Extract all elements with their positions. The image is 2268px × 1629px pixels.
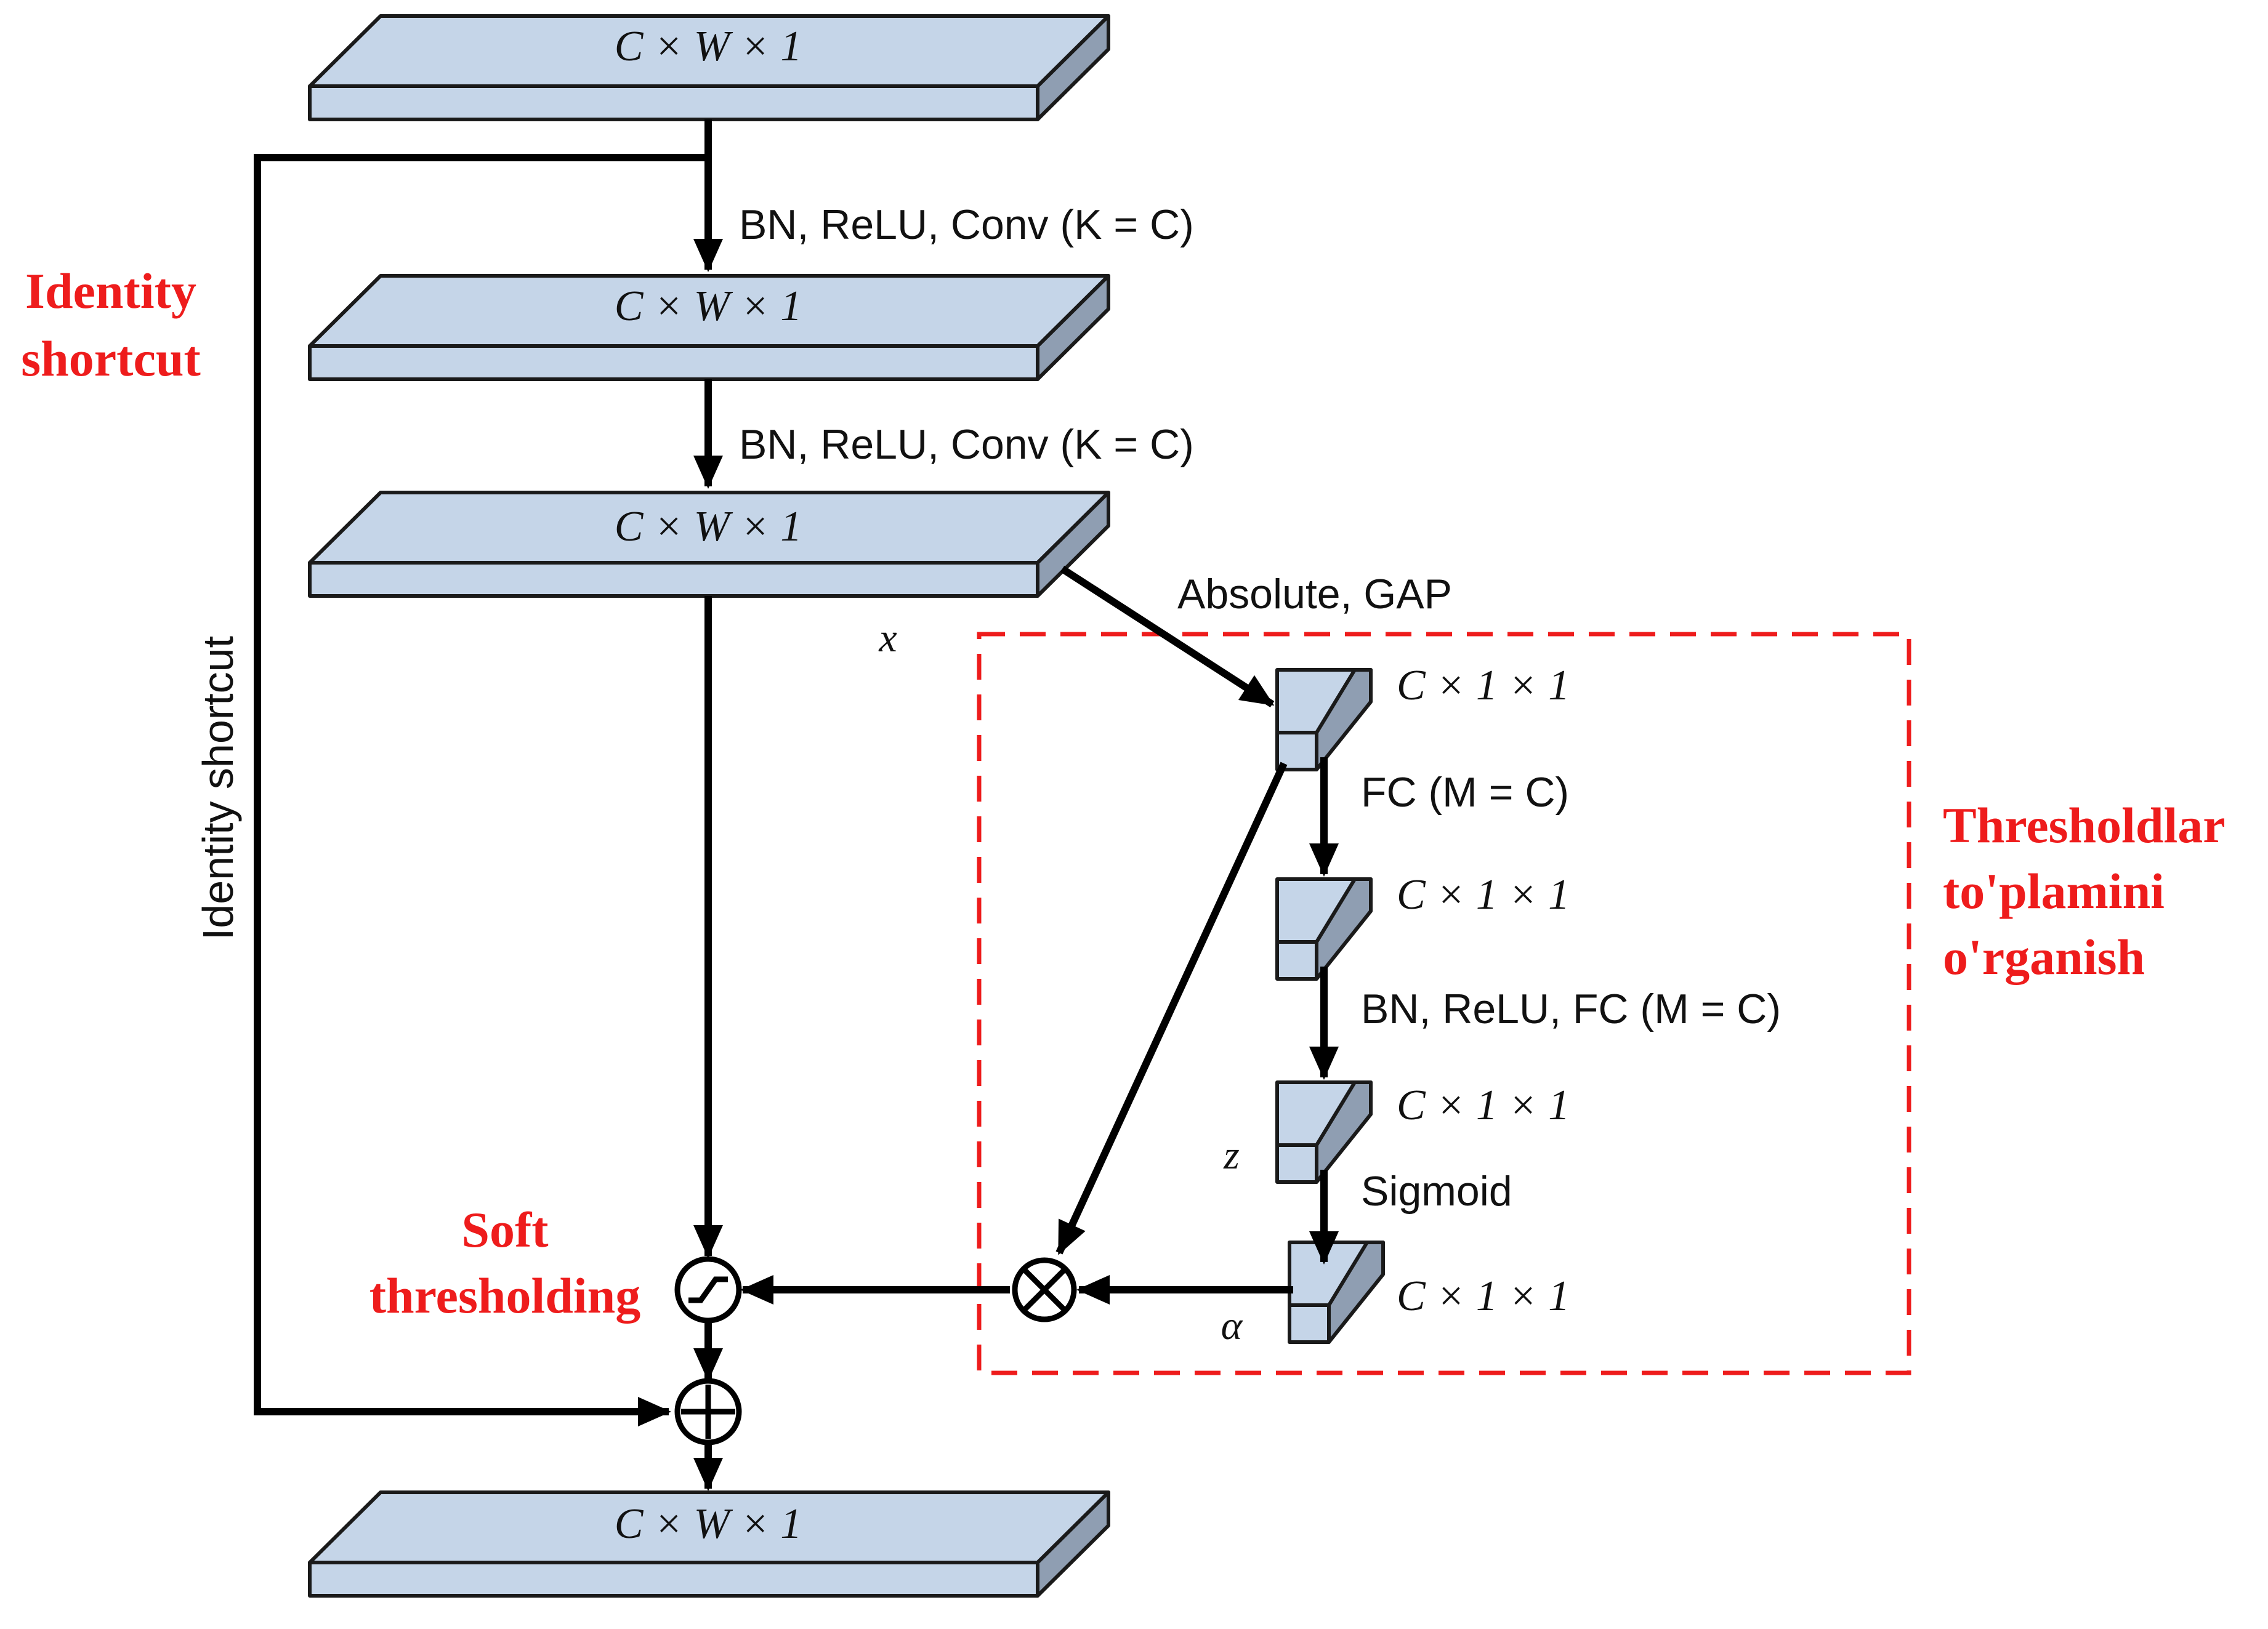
sigmoid-output-block-front (1288, 1303, 1331, 1344)
conv2-op-label: BN, ReLU, Conv (K = C) (739, 421, 1194, 468)
fc1-output-label: C × 1 × 1 (1397, 871, 1570, 919)
sigmoid-output-block (1288, 1241, 1385, 1344)
gap-output-block-side (1315, 668, 1373, 771)
fc1-output-block-side (1315, 877, 1373, 981)
input-block: C × W × 1 (308, 14, 1110, 121)
conv2-output-block-label: C × W × 1 (615, 503, 802, 550)
output-block-label: C × W × 1 (615, 1500, 802, 1548)
conv1-op-label: BN, ReLU, Conv (K = C) (739, 201, 1194, 248)
conv1-output-block: C × W × 1 (308, 274, 1110, 381)
gap-output-block (1275, 668, 1373, 771)
output-block-front (308, 1561, 1039, 1598)
identity-shortcut-annotation-line1: Identity (25, 263, 196, 319)
fc2-output-block-front (1275, 1143, 1318, 1184)
soft-thresholding-annotation-line2: thresholding (369, 1268, 641, 1324)
input-block-front (308, 84, 1039, 121)
output-block: C × W × 1 (308, 1490, 1110, 1598)
fc1-output-block (1275, 877, 1373, 981)
threshold-module-annotation: Thresholdlar to'plamini o'rganish (1943, 797, 2226, 985)
abs-gap-arrow (1060, 565, 1275, 708)
abs-gap-label: Absolute, GAP (1177, 571, 1452, 617)
multiply-node-icon (1012, 1257, 1077, 1322)
identity-shortcut-path (254, 154, 708, 1426)
fc1-output-block-front (1275, 940, 1318, 981)
fc2-output-block (1275, 1080, 1373, 1184)
identity-shortcut-annotation-line2: shortcut (21, 331, 201, 387)
add-node-icon (674, 1378, 742, 1446)
gap-to-multiply-arrow (1055, 762, 1288, 1255)
threshold-module-frame (977, 632, 1911, 1375)
threshold-module-arrows (740, 565, 1339, 1305)
sigmoid-output-block-side (1327, 1241, 1385, 1344)
identity-shortcut-annotation: Identity shortcut (21, 263, 201, 387)
conv1-output-block-front (308, 344, 1039, 381)
fc1-op-label: FC (M = C) (1361, 769, 1569, 816)
input-block-label: C × W × 1 (615, 23, 802, 70)
threshold-module-annotation-line1: Thresholdlar (1943, 797, 2226, 853)
conv1-output-block-label: C × W × 1 (615, 283, 802, 330)
identity-shortcut-label: Identity shortcut (194, 636, 242, 940)
soft-thresholding-annotation-line1: Soft (461, 1202, 548, 1258)
alpha-symbol: α (1221, 1303, 1243, 1348)
fc2-op-label: BN, ReLU, FC (M = C) (1361, 986, 1781, 1032)
fc2-output-block-side (1315, 1080, 1373, 1184)
identity-shortcut-line (254, 154, 708, 1426)
threshold-module-annotation-line2: to'plamini (1943, 863, 2165, 919)
x-symbol: x (878, 616, 897, 661)
soft-threshold-node-icon (674, 1256, 742, 1324)
conv2-output-block-front (308, 561, 1039, 598)
fc2-output-label: C × 1 × 1 (1397, 1082, 1570, 1129)
sigmoid-output-label: C × 1 × 1 (1397, 1273, 1570, 1320)
z-symbol: z (1223, 1133, 1240, 1178)
gap-output-label: C × 1 × 1 (1397, 662, 1570, 709)
threshold-module-annotation-line3: o'rganish (1943, 929, 2145, 985)
conv2-output-block: C × W × 1 (308, 491, 1110, 598)
soft-thresholding-annotation: Soft thresholding (369, 1202, 641, 1324)
sigmoid-op-label: Sigmoid (1361, 1168, 1512, 1215)
